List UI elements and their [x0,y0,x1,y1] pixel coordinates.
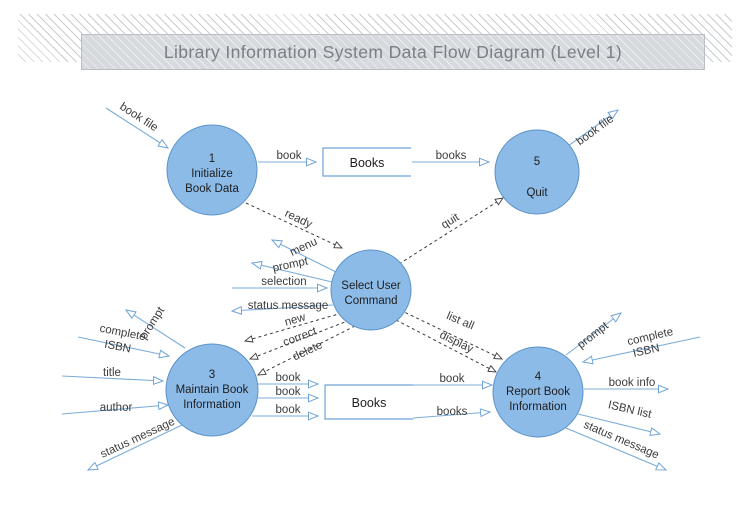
process-4-circle[interactable] [492,346,584,438]
flow-label-book-b1: book [276,372,301,384]
flow-book-file-in: book file [105,101,168,148]
ctrl-label-ready: ready [283,208,314,231]
process-2-name-line2: Command [344,295,397,307]
flow-label-book-b2: book [276,386,301,398]
process-3-name-line1: Maintain Book [176,384,249,396]
flow-label-complete-isbn-p3-l2: ISBN [103,339,132,356]
process-3-circle[interactable] [165,343,259,437]
ctrl-label-list-all: list all [445,310,476,332]
flow-book-info: book info [584,377,668,389]
process-5-name-line1: Quit [526,187,548,199]
process-4-name-line2: Information [509,401,567,413]
page-title: Library Information System Data Flow Dia… [163,41,623,62]
process-3-number: 3 [209,369,215,381]
flow-label-book-p4: book [440,373,465,385]
flow-label-status-p3: status message [99,416,177,461]
flow-author-p3: author [61,402,168,415]
ctrl-ready: ready [245,202,342,248]
flow-label-status-p4: status message [582,419,661,462]
process-1-initialize-book-data[interactable]: 1 Initialize Book Data [166,124,258,216]
flow-label-status-p2: status message [248,300,329,312]
flow-status-p2: status message [232,300,334,312]
flow-label-book-info: book info [609,377,656,389]
flow-p3-book-3: book [252,404,318,416]
flow-p3-book-2: book [258,386,318,398]
flow-selection: selection [232,276,327,288]
ctrl-label-quit: quit [439,211,462,231]
process-4-report-book-information[interactable]: 4 Report Book Information [492,346,584,438]
flow-label-complete-isbn-p4-l2: ISBN [632,342,661,360]
process-1-name-line1: Initialize [191,168,233,180]
data-store-books-bottom[interactable]: Books [324,384,413,420]
process-3-maintain-book-information[interactable]: 3 Maintain Book Information [165,343,259,437]
flow-title-p3: title [61,367,163,381]
flow-label-isbn-list: ISBN list [607,399,653,421]
flow-status-p3: status message [88,416,183,470]
process-select-user-command[interactable]: Select User Command [330,249,412,331]
process-2-name-line1: Select User [341,280,401,292]
process-4-name-line1: Report Book [506,386,570,398]
process-5-number: 5 [534,156,540,168]
flow-p1-book: book [258,150,316,162]
flow-p3-book-1: book [258,372,318,384]
ctrl-display: display [395,319,496,372]
ctrl-quit: quit [398,198,503,265]
ctrl-new: new [245,311,343,341]
flow-label-title: title [103,367,121,379]
process-1-number: 1 [209,153,215,165]
process-5-quit[interactable]: 5 Quit [494,129,580,215]
flow-label-author: author [100,402,133,414]
flow-label-book-file-out: book file [574,113,616,148]
data-store-books-top[interactable]: Books [322,147,411,177]
flow-label-book-b3: book [276,404,301,416]
process-1-name-line2: Book Data [185,183,239,195]
process-2-circle[interactable] [330,249,412,331]
process-5-circle[interactable] [494,129,580,215]
flow-book-file-out: book file [567,110,618,148]
flow-label-books-top: books [436,150,467,162]
process-1-circle[interactable] [166,124,258,216]
flow-label-books-p4: books [437,406,468,418]
ctrl-label-new: new [283,311,307,329]
data-store-bottom-label: Books [352,396,387,410]
flow-label-selection: selection [261,276,306,288]
data-store-top-label: Books [350,156,385,170]
flow-prompt-p4: prompt [565,313,621,356]
flow-status-p4: status message [565,419,666,470]
flow-books-p5: books [412,150,489,162]
flow-store-book-p4: book [413,373,492,385]
flow-label-prompt-p4: prompt [575,319,611,351]
process-3-name-line2: Information [183,399,241,411]
flow-store-books-p4: books [412,406,490,419]
flow-label-book-top: book [277,150,302,162]
process-4-number: 4 [535,371,542,383]
